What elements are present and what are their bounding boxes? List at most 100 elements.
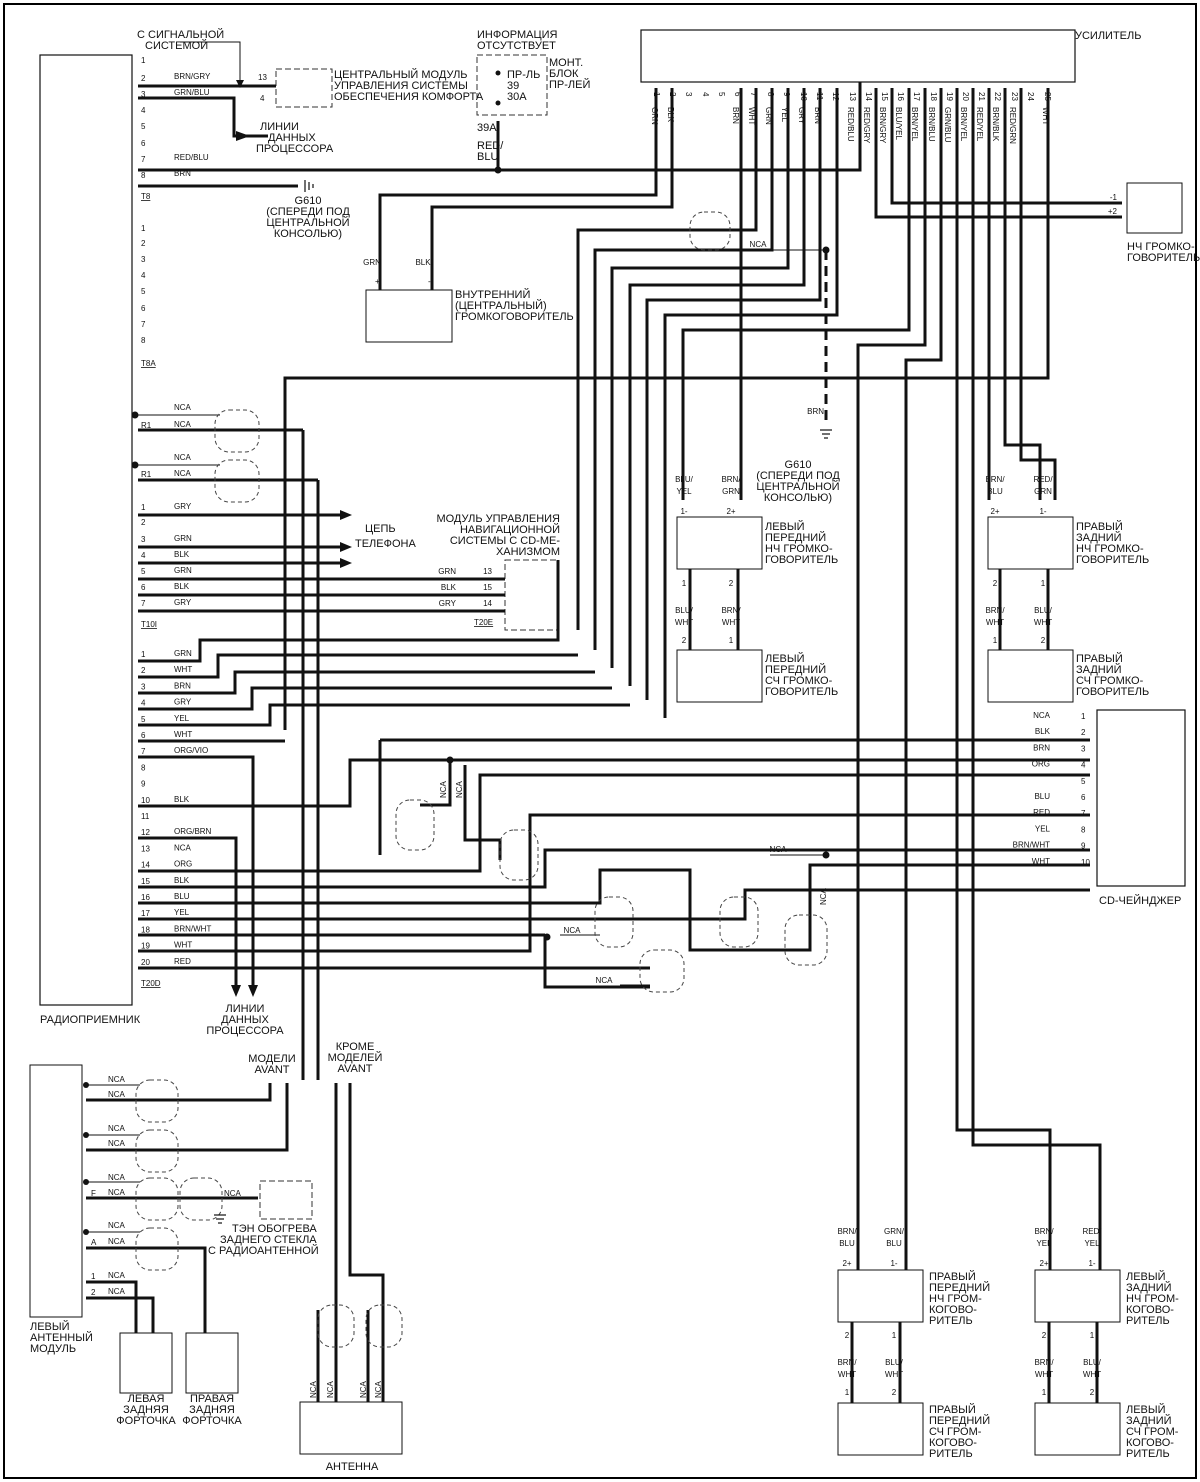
radio-t20d-pin-10: 10 bbox=[141, 796, 150, 805]
antenna-module-wire-5: NCA bbox=[108, 1188, 126, 1197]
lr_woofer-wire-b2: YEL bbox=[1084, 1239, 1100, 1248]
g610-top-label-2: (СПЕРЕДИ ПОД bbox=[266, 206, 350, 218]
radio-t10i-wire-4: BLK bbox=[174, 550, 190, 559]
lf-mid-label-3: СЧ ГРОМКО- bbox=[765, 675, 833, 687]
radio-t10i-wire-5: GRN bbox=[174, 566, 192, 575]
amp-pin-13: 13 bbox=[848, 92, 857, 101]
radio-t10i-pin-7: 7 bbox=[141, 599, 146, 608]
cd-changer-box bbox=[1096, 709, 1186, 887]
left-antenna-module-box bbox=[29, 1064, 83, 1318]
heater-label-1: ТЭН ОБОГРЕВА bbox=[232, 1223, 317, 1235]
ground-wire-brn: BRN bbox=[807, 407, 824, 416]
lf_link-bot-b: 1 bbox=[729, 636, 734, 645]
red-blu-label-1: RED/ bbox=[477, 140, 504, 152]
rf_woofer-wire-a1: BRN/ bbox=[837, 1227, 857, 1236]
radio-t20d-wire-12: ORG/BRN bbox=[174, 827, 212, 836]
lr_link-top-b: 1 bbox=[1090, 1331, 1095, 1340]
woofer-label-2: ГОВОРИТЕЛЬ bbox=[1127, 252, 1200, 264]
lf-woofer-label-4: ГОВОРИТЕЛЬ bbox=[765, 554, 838, 566]
amp-wire-13: RED/BLU bbox=[846, 107, 855, 142]
amp-wire-21: RED/YEL bbox=[975, 107, 984, 142]
lr_woofer-wire-b1: RED/ bbox=[1082, 1227, 1102, 1236]
radio-t20d-wire-17: YEL bbox=[174, 908, 190, 917]
amp-pin-8: 8 bbox=[766, 92, 775, 97]
antenna-module-pin-1: 1 bbox=[91, 1272, 96, 1281]
amp-pin-3: 3 bbox=[684, 92, 693, 97]
lf-mid-label-4: ГОВОРИТЕЛЬ bbox=[765, 686, 838, 698]
amp-wire-7: WHT bbox=[747, 107, 756, 125]
cpu-lines-label-2: ДАННЫХ bbox=[268, 132, 316, 144]
g610-mid-label-4: КОНСОЛЬЮ) bbox=[764, 492, 832, 504]
rf-woofer-label-4: КОГОВО- bbox=[929, 1304, 977, 1316]
radio-t8-pin-5: 5 bbox=[141, 122, 146, 131]
amp-pin-5: 5 bbox=[717, 92, 726, 97]
red-blu-label-2: BLU bbox=[477, 151, 498, 163]
arrow-icon bbox=[340, 510, 352, 520]
radio-t8a-pin-3: 3 bbox=[141, 255, 146, 264]
radio-t10i-pin-6: 6 bbox=[141, 583, 146, 592]
relay-pr-label: ПР-ЛЬ bbox=[507, 69, 540, 81]
lr_woofer-wire-a2: YEL bbox=[1036, 1239, 1052, 1248]
lr-mid-label-1: ЛЕВЫЙ bbox=[1126, 1403, 1166, 1416]
radio-t20d-wire-18: BRN/WHT bbox=[174, 924, 211, 933]
relay-39-label: 39 bbox=[507, 80, 519, 92]
rr_woofer-pin-b: 1- bbox=[1039, 507, 1046, 516]
radio-t10i-pin-5: 5 bbox=[141, 567, 146, 576]
radio-t20d-pin-16: 16 bbox=[141, 893, 150, 902]
cd-wire-4: ORG bbox=[1032, 760, 1050, 769]
woofer-pin-1: -1 bbox=[1110, 193, 1118, 202]
radio-t10i-wire-1: GRY bbox=[174, 502, 192, 511]
center-speaker-pin-minus: - bbox=[428, 277, 431, 286]
connector-t8-label: T8 bbox=[141, 192, 151, 201]
rf_woofer-wire-b1: GRN/ bbox=[884, 1227, 905, 1236]
rf-woofer-label-5: РИТЕЛЬ bbox=[929, 1315, 973, 1327]
radio-t20d-pin-17: 17 bbox=[141, 909, 150, 918]
radio-label: РАДИОПРИЕМНИК bbox=[40, 1014, 141, 1026]
radio-t20d-wire-16: BLU bbox=[174, 892, 190, 901]
rr-mid-label-1: ПРАВЫЙ bbox=[1076, 652, 1123, 665]
rf-woofer-label-2: ПЕРЕДНИЙ bbox=[929, 1281, 990, 1294]
rr_link-bot-b: 2 bbox=[1041, 636, 1046, 645]
lf_link-wire-b2: WHT bbox=[722, 618, 740, 627]
radio-t20d-wire-2: WHT bbox=[174, 665, 192, 674]
left-antenna-module-label-1: ЛЕВЫЙ bbox=[30, 1320, 70, 1333]
radio-t20d-pin-6: 6 bbox=[141, 731, 146, 740]
radio-t20d-wire-15: BLK bbox=[174, 876, 190, 885]
not-avant-label-1: КРОМЕ bbox=[336, 1041, 375, 1053]
amplifier-label: УСИЛИТЕЛЬ bbox=[1075, 30, 1141, 42]
cpu-bottom-label-1: ЛИНИИ bbox=[226, 1003, 265, 1015]
rr_woofer-wire-a1: BRN/ bbox=[985, 475, 1005, 484]
lf_woofer-wire-a1: BLU/ bbox=[675, 475, 694, 484]
rr-woofer-label-2: ЗАДНИЙ bbox=[1076, 531, 1122, 544]
lr-mid-label-3: СЧ ГРОМ- bbox=[1126, 1426, 1179, 1438]
right-front-mid-box bbox=[837, 1402, 924, 1456]
antenna-module-wire-3: NCA bbox=[108, 1139, 126, 1148]
wires bbox=[86, 82, 1122, 1403]
rr_woofer-wire-b1: RED/ bbox=[1033, 475, 1053, 484]
rf-mid-label-4: КОГОВО- bbox=[929, 1437, 977, 1449]
lr-mid-label-2: ЗАДНИЙ bbox=[1126, 1414, 1172, 1427]
cd-wire-3: BRN bbox=[1033, 743, 1050, 752]
rr_link-wire-a1: BRN/ bbox=[985, 606, 1005, 615]
ground-icons bbox=[214, 180, 832, 1224]
cd-pin-2: 2 bbox=[1081, 728, 1086, 737]
amp-pin-23: 23 bbox=[1010, 92, 1019, 101]
lr-mid-label-4: КОГОВО- bbox=[1126, 1437, 1174, 1449]
rr-woofer-label-3: НЧ ГРОМКО- bbox=[1076, 543, 1144, 555]
cd-pin-7: 7 bbox=[1081, 809, 1086, 818]
comfort-module-label-1: ЦЕНТРАЛЬНЫЙ МОДУЛЬ bbox=[334, 68, 468, 81]
rf-woofer-label-1: ПРАВЫЙ bbox=[929, 1270, 976, 1283]
center-speaker-box bbox=[365, 289, 453, 343]
cd-wire-9: BRN/WHT bbox=[1013, 841, 1050, 850]
rear-window-heater-box bbox=[259, 1180, 313, 1220]
radio-t10i-pin-3: 3 bbox=[141, 535, 146, 544]
amp-pin-25: 25 bbox=[1043, 92, 1052, 101]
radio-t8-wire-8: BRN bbox=[174, 169, 191, 178]
radio-antenna-wire-2: NCA bbox=[174, 453, 192, 462]
amp-pin-10: 10 bbox=[799, 92, 808, 101]
amp-pin-14: 14 bbox=[864, 92, 873, 101]
radio-t20d-pin-14: 14 bbox=[141, 861, 150, 870]
radio-t20d-wire-5: YEL bbox=[174, 714, 190, 723]
comfort-pin-13: 13 bbox=[258, 73, 267, 82]
